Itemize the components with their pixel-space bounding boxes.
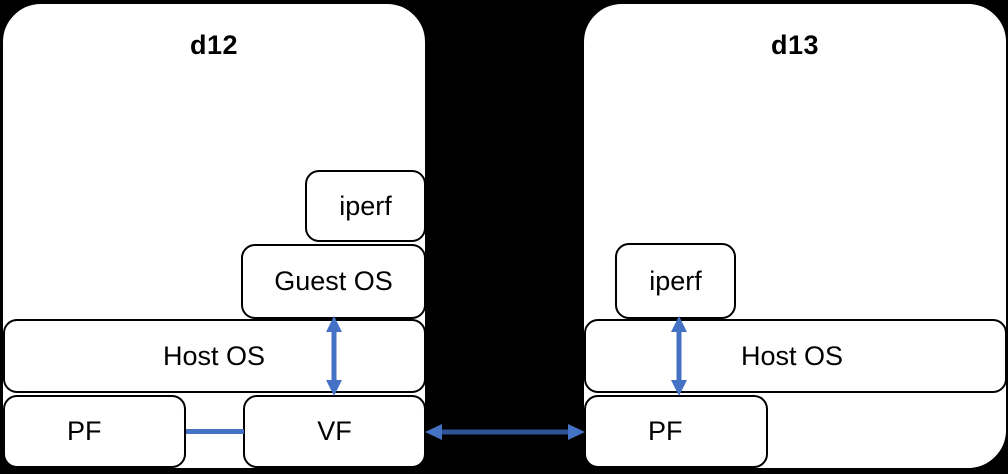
d12-guest-os-label: Guest OS: [274, 266, 393, 296]
d12-host-os-box[interactable]: Host OS: [3, 319, 426, 393]
d13-iperf-label: iperf: [649, 265, 702, 296]
d12-host-os-label: Host OS: [163, 340, 266, 371]
d13-host-os-box[interactable]: Host OS: [584, 319, 1007, 393]
d12-vf-box[interactable]: VF: [243, 395, 426, 468]
d13-iperf-to-pf-arrow: [671, 316, 687, 396]
host-panel-d12-title: d12: [189, 30, 239, 60]
d12-iperf-box[interactable]: iperf: [305, 170, 426, 242]
d12-iperf-label: iperf: [339, 190, 392, 221]
d13-pf-label: PF: [648, 416, 683, 446]
host-panel-d13-title: d13: [770, 30, 820, 60]
d13-host-os-label: Host OS: [741, 340, 844, 371]
d12-guest-os-box[interactable]: Guest OS: [241, 244, 426, 319]
d12-pf-label: PF: [67, 416, 102, 446]
d13-iperf-box[interactable]: iperf: [615, 243, 736, 319]
d12-pf-vf-connector-line: [186, 429, 244, 434]
vf-to-pf-interconnect-arrow: [425, 424, 585, 440]
d12-vf-label: VF: [317, 416, 352, 446]
d12-pf-box[interactable]: PF: [3, 395, 186, 468]
d13-pf-box[interactable]: PF: [584, 395, 768, 468]
d12-guest-to-vf-arrow: [326, 316, 342, 396]
